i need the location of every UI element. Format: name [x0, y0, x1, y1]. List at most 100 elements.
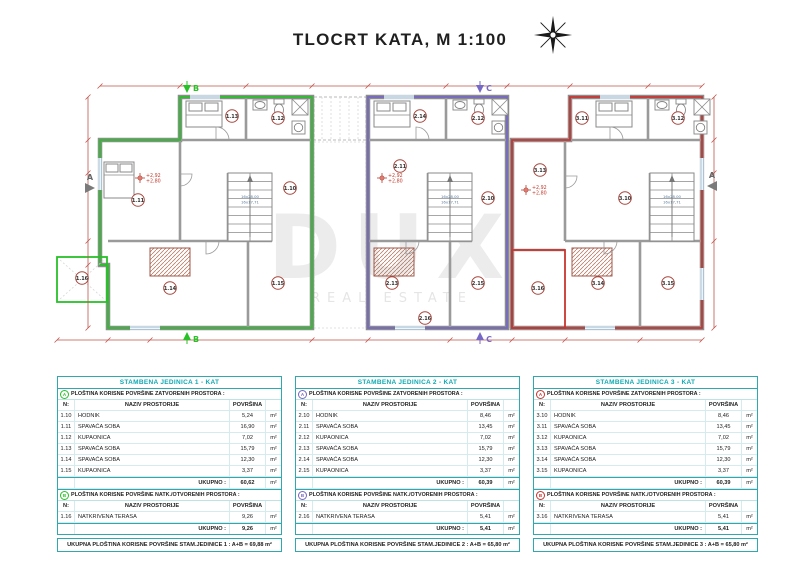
total-value: 60,39 [706, 478, 742, 488]
room-label-2.13: 2.13 [385, 276, 399, 290]
compass-rose-icon [533, 15, 573, 55]
svg-text:C: C [486, 84, 492, 93]
area-unit-cell: m² [508, 480, 515, 486]
bed-symbol [595, 100, 633, 128]
section-marker-icon: A [536, 389, 545, 399]
room-number-cell: 2.15 [296, 466, 313, 476]
total-value: 5,41 [468, 524, 504, 534]
col-header-name: NAZIV PROSTORIJE [75, 400, 230, 410]
section-marker-B-top: B [183, 81, 199, 93]
section-marker-icon: A [298, 389, 307, 399]
col-header-area: POVRŠINA [230, 400, 266, 410]
section-header-text: PLOŠTINA KORISNE POVRŠINE ZATVORENIH PRO… [309, 391, 463, 397]
room-label-2.10: 2.10 [481, 191, 495, 205]
svg-text:1.13: 1.13 [226, 114, 239, 120]
svg-text:2.15: 2.15 [472, 281, 485, 287]
bed-symbol [571, 247, 613, 277]
col-header-unit [742, 501, 757, 511]
room-area-cell: 8,46 [468, 411, 504, 421]
svg-text:16x28,00: 16x28,00 [241, 194, 260, 199]
blank-cell [534, 478, 551, 488]
svg-text:2.12: 2.12 [472, 116, 485, 122]
room-label-1.10: 1.10 [283, 181, 297, 195]
room-name-cell: SPAVAĆA SOBA [75, 455, 230, 465]
area-unit-cell: m² [270, 435, 277, 441]
room-number-cell: 2.11 [296, 422, 313, 432]
room-number-cell: 1.12 [58, 433, 75, 443]
svg-text:A: A [87, 173, 94, 182]
svg-text:1.12: 1.12 [272, 116, 285, 122]
area-unit-cell: m² [270, 413, 277, 419]
col-header-name: NAZIV PROSTORIJE [313, 400, 468, 410]
room-number-cell: 2.14 [296, 455, 313, 465]
area-unit-cell: m² [270, 480, 277, 486]
col-header-name: NAZIV PROSTORIJE [551, 400, 706, 410]
svg-text:C: C [486, 335, 492, 344]
area-unit-cell: m² [746, 526, 753, 532]
stairs: 16x28,00 16x17,71 16x28,00 16x17,71 16x2… [227, 172, 695, 242]
bed-symbol [103, 161, 135, 199]
svg-text:2.16: 2.16 [419, 316, 432, 322]
room-number-cell: 2.12 [296, 433, 313, 443]
section-header-text: PLOŠTINA KORISNE POVRŠINE ZATVORENIH PRO… [71, 391, 225, 397]
elevation-marker: +2,92+2,80 [377, 173, 403, 185]
total-label: UKUPNO : [313, 478, 468, 488]
area-unit-cell: m² [270, 468, 277, 474]
section-marker-A-right: A [707, 171, 717, 191]
room-area-cell: 12,30 [706, 455, 742, 465]
room-label-3.15: 3.15 [661, 276, 675, 290]
room-name-cell: HODNIK [313, 411, 468, 421]
col-header-unit [266, 400, 281, 410]
total-label: UKUPNO : [551, 524, 706, 534]
room-number-cell: 2.16 [296, 512, 313, 522]
room-name-cell: NATKRIVENA TERASA [551, 512, 706, 522]
col-header-num: N: [58, 400, 75, 410]
area-unit-cell: m² [270, 514, 277, 520]
room-label-2.11: 2.11 [393, 159, 407, 173]
svg-text:1.11: 1.11 [132, 198, 145, 204]
room-label-3.13: 3.13 [533, 163, 547, 177]
room-number-cell: 2.13 [296, 444, 313, 454]
room-label-1.16: 1.16 [75, 271, 89, 285]
room-area-cell: 9,26 [230, 512, 266, 522]
room-number-cell: 1.14 [58, 455, 75, 465]
room-number-cell: 3.16 [534, 512, 551, 522]
col-header-name: NAZIV PROSTORIJE [313, 501, 468, 511]
svg-text:+2,92: +2,92 [388, 173, 403, 179]
col-header-area: POVRŠINA [706, 501, 742, 511]
room-number-cell: 1.16 [58, 512, 75, 522]
total-label: UKUPNO : [313, 524, 468, 534]
section-marker-icon: B [60, 490, 69, 500]
room-area-cell: 3,37 [230, 466, 266, 476]
room-name-cell: SPAVAĆA SOBA [75, 444, 230, 454]
room-number-cell: 3.14 [534, 455, 551, 465]
area-unit-cell: m² [270, 457, 277, 463]
room-name-cell: KUPAONICA [313, 466, 468, 476]
section-header-text: PLOŠTINA KORISNE POVRŠINE NATK./OTVORENI… [547, 492, 716, 498]
svg-text:2.13: 2.13 [386, 281, 399, 287]
room-number-cell: 1.13 [58, 444, 75, 454]
room-name-cell: SPAVAĆA SOBA [313, 444, 468, 454]
svg-text:2.14: 2.14 [414, 114, 427, 120]
col-header-name: NAZIV PROSTORIJE [75, 501, 230, 511]
room-label-3.10: 3.10 [618, 191, 632, 205]
col-header-area: POVRŠINA [706, 400, 742, 410]
room-area-cell: 7,02 [230, 433, 266, 443]
room-label-1.14: 1.14 [163, 281, 177, 295]
room-number-cell: 1.15 [58, 466, 75, 476]
area-unit-cell: m² [270, 446, 277, 452]
